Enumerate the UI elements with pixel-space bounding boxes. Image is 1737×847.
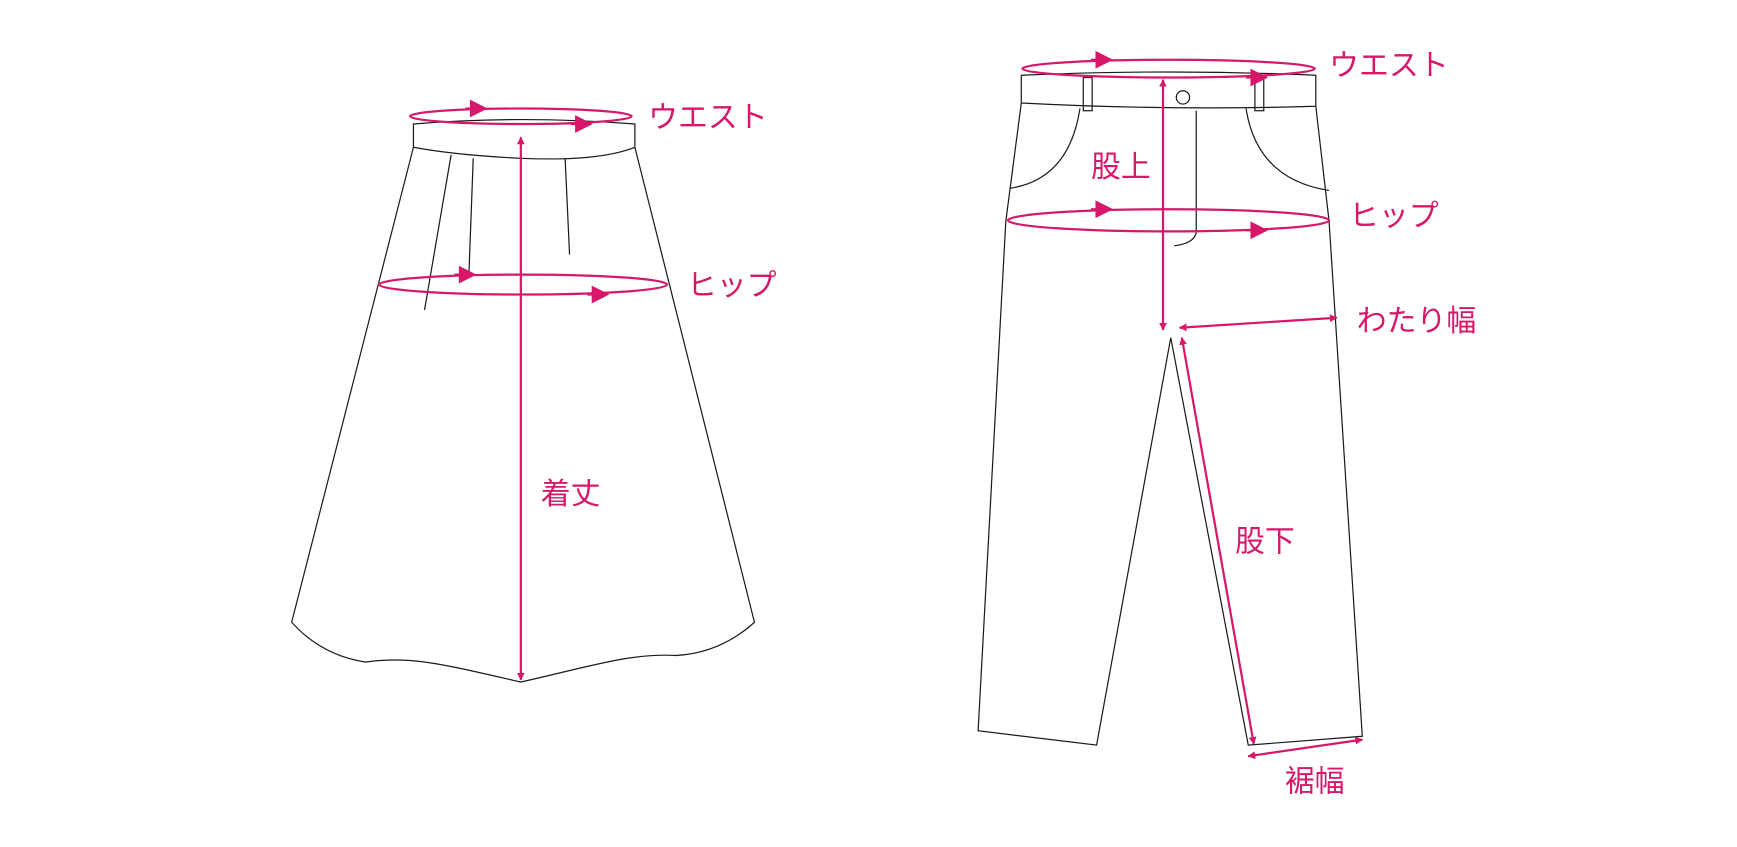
skirt-illustration [290, 118, 756, 683]
skirt-hip-label: ヒップ [687, 269, 777, 304]
skirt-hip-measure [378, 265, 669, 304]
skirt-waist-label: ウエスト [648, 100, 768, 135]
pants-thigh-label: わたり幅 [1357, 304, 1477, 339]
pants-hip-measure [1006, 200, 1331, 240]
pants-waist-measure [1021, 50, 1316, 87]
pants-hem-label: 裾幅 [1285, 765, 1345, 800]
skirt-waist-measure [409, 99, 633, 133]
pants-inseam-label: 股下 [1235, 524, 1295, 559]
pants-hem-arrow [1247, 736, 1364, 760]
pants-thigh-arrow [1178, 314, 1338, 332]
pants-illustration [977, 71, 1363, 746]
pants-hip-label: ヒップ [1349, 199, 1439, 234]
pants-rise-label: 股上 [1091, 150, 1151, 185]
pants-waist-label: ウエスト [1329, 48, 1449, 83]
pants-inseam-arrow [1179, 336, 1257, 745]
skirt-length-label: 着丈 [541, 477, 601, 512]
button-icon [1175, 90, 1191, 105]
